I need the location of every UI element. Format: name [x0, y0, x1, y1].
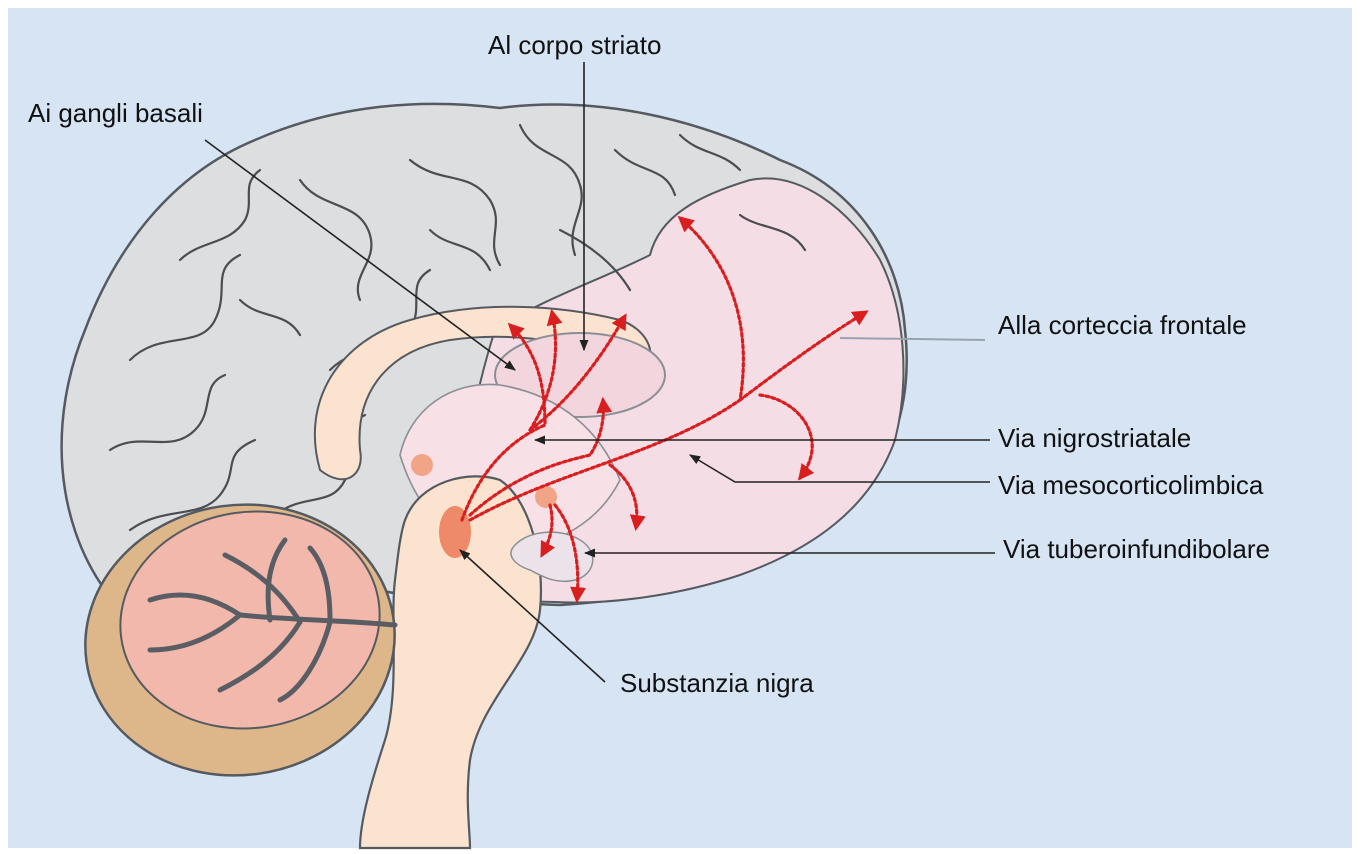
- label-via-nigrostriatale: Via nigrostriatale: [998, 423, 1191, 453]
- label-ai-gangli-basali: Ai gangli basali: [28, 98, 203, 128]
- label-via-mesocorticolimbica: Via mesocorticolimbica: [998, 470, 1264, 500]
- label-al-corpo-striato: Al corpo striato: [488, 30, 661, 60]
- label-via-tuberoinfundibolare: Via tuberoinfundibolare: [1003, 534, 1270, 564]
- label-substanzia-nigra: Substanzia nigra: [620, 668, 814, 698]
- hypothalamic-nucleus: [411, 454, 433, 476]
- label-alla-corteccia-frontale: Alla corteccia frontale: [998, 310, 1247, 340]
- substantia-nigra-nucleus: [439, 506, 471, 558]
